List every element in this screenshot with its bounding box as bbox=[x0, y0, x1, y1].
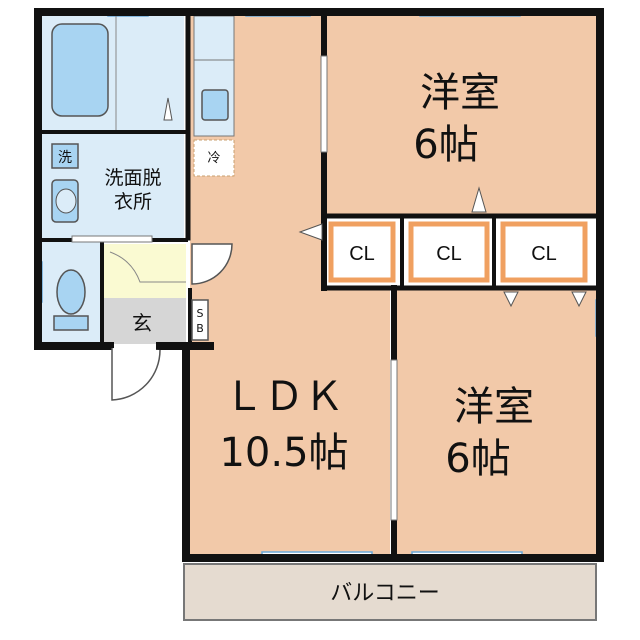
kitchen-sink-icon bbox=[201, 89, 229, 121]
shoe-box-label-s: S bbox=[197, 307, 204, 320]
western-room-top-name: 洋室 bbox=[420, 70, 500, 116]
shoe-box bbox=[191, 299, 209, 341]
closet-2-label: CL bbox=[436, 243, 462, 265]
room-labels: 洋室 6帖 ＬＤＫ 10.5帖 洋室 6帖 bbox=[219, 70, 534, 482]
genkan-step bbox=[109, 251, 186, 283]
toilet-tank bbox=[53, 315, 89, 331]
western-room-bottom-floor bbox=[396, 290, 596, 554]
toilet-icon bbox=[56, 269, 86, 315]
balcony-floor bbox=[183, 563, 597, 621]
western-room-top-floor bbox=[326, 14, 596, 216]
sink-basin bbox=[55, 188, 77, 214]
sliding-door-western-top[interactable] bbox=[320, 55, 328, 153]
kitchen: 冷 bbox=[194, 59, 234, 166]
refrigerator-label: 冷 bbox=[207, 151, 220, 166]
closet-3-label: CL bbox=[531, 243, 557, 265]
arrow-ldk-closet bbox=[298, 223, 323, 241]
entrance-label: 玄 bbox=[132, 311, 152, 335]
genkan-hall-floor bbox=[104, 244, 186, 298]
bathroom-fixtures: 洗 洗面脱 衣所 bbox=[51, 16, 173, 331]
arrow-closet-bottom-2 bbox=[571, 291, 587, 308]
door-arrows bbox=[298, 186, 587, 308]
bathtub-icon bbox=[51, 23, 109, 117]
closets: CL CL CL bbox=[328, 216, 588, 288]
balcony: バルコニー bbox=[183, 563, 597, 621]
closet-1[interactable] bbox=[328, 221, 396, 283]
ldk-lower-floor bbox=[190, 290, 390, 554]
door-arrow-bath bbox=[163, 97, 173, 121]
sliding-door-washroom[interactable] bbox=[71, 235, 153, 243]
washroom-label-line2: 衣所 bbox=[114, 191, 152, 213]
closet-2[interactable] bbox=[408, 221, 490, 283]
fridge-space bbox=[193, 139, 235, 177]
sliding-door-western-bottom[interactable] bbox=[390, 359, 398, 521]
ldk-door[interactable] bbox=[191, 243, 233, 285]
balcony-label: バルコニー bbox=[330, 581, 440, 606]
walls bbox=[34, 8, 604, 562]
closet-3[interactable] bbox=[500, 221, 588, 283]
ldk-name: ＬＤＫ bbox=[224, 374, 344, 420]
sliding-doors bbox=[71, 55, 398, 521]
ldk-size: 10.5帖 bbox=[219, 430, 348, 476]
entrance-door[interactable] bbox=[111, 348, 161, 401]
western-room-top-size: 6帖 bbox=[413, 122, 478, 168]
washroom-label-line1: 洗面脱 bbox=[104, 167, 161, 189]
western-room-bottom-name: 洋室 bbox=[454, 384, 534, 430]
closet-1-label: CL bbox=[349, 243, 375, 265]
arrow-closet-bottom-1 bbox=[503, 291, 519, 308]
shoe-box-label-b: B bbox=[196, 322, 204, 335]
arrow-western-top-door bbox=[471, 186, 487, 213]
entrance: 玄 S B bbox=[109, 243, 233, 401]
washing-machine-icon bbox=[51, 143, 79, 169]
western-room-bottom-size: 6帖 bbox=[445, 436, 510, 482]
washing-machine-label: 洗 bbox=[58, 150, 72, 166]
entrance-floor bbox=[104, 298, 186, 344]
